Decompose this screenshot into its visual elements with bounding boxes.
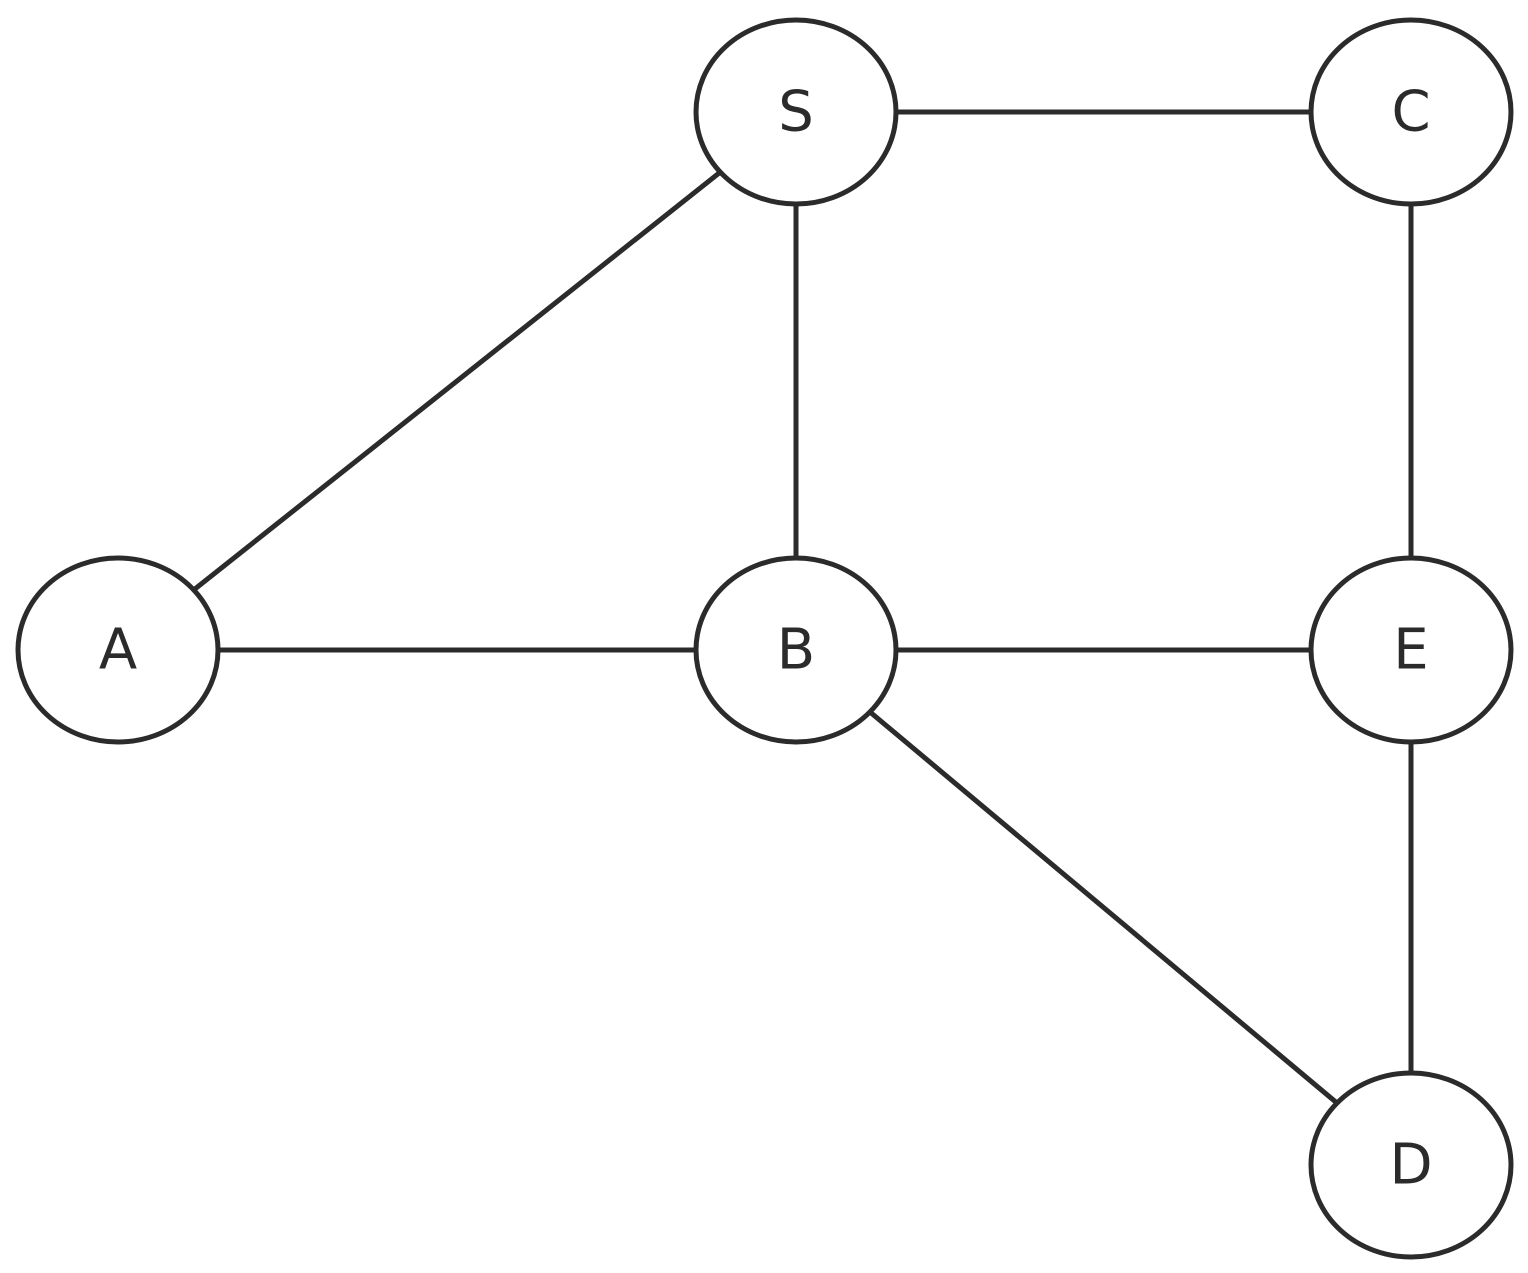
node-d: D [1308,1070,1514,1260]
node-circle-d [1308,1070,1514,1260]
nodes-layer: S C A B E D [15,17,1514,1260]
node-label-a: A [99,618,137,683]
node-circle-s [693,17,899,207]
node-label-e: E [1393,618,1428,683]
node-circle-a [15,555,221,745]
node-circle-b [693,555,899,745]
node-label-d: D [1389,1133,1432,1198]
node-s: S [693,17,899,207]
node-circle-c [1308,17,1514,207]
edge-s-a [115,109,799,653]
node-a: A [15,555,221,745]
node-label-s: S [778,80,814,145]
node-label-b: B [777,618,815,683]
node-circle-e [1308,555,1514,745]
node-c: C [1308,17,1514,207]
node-b: B [693,555,899,745]
node-label-c: C [1391,80,1430,145]
edge-b-d [793,647,1414,1168]
node-e: E [1308,555,1514,745]
